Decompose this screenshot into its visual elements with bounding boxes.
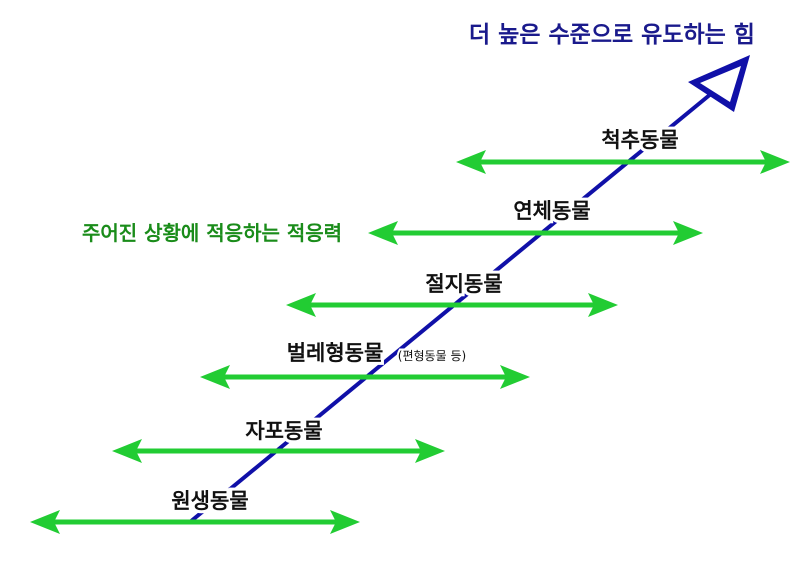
level-labels: 원생동물 자포동물 벌레형동물 (편형동물 등) 절지동물 연체동물 척추동물 bbox=[168, 125, 681, 516]
adaptation-arrows bbox=[30, 150, 790, 534]
arrowhead-left bbox=[112, 439, 142, 463]
arrowhead-left bbox=[286, 293, 316, 317]
arrowhead-right bbox=[330, 510, 360, 534]
arrowhead-right bbox=[500, 365, 530, 389]
upward-force-title: 더 높은 수준으로 유도하는 힘 bbox=[469, 22, 755, 48]
arrowhead-right bbox=[415, 439, 445, 463]
adaptation-arrow bbox=[30, 510, 360, 534]
arrowhead-left bbox=[368, 221, 398, 245]
arrowhead-right bbox=[588, 293, 618, 317]
level-note: (편형동물 등) bbox=[398, 349, 466, 363]
upward-arrow-head-inner bbox=[700, 66, 741, 102]
level-label: 벌레형동물 bbox=[287, 341, 384, 365]
level-label: 척추동물 bbox=[601, 128, 678, 152]
adaptation-arrow bbox=[200, 365, 530, 389]
adaptation-arrow bbox=[286, 293, 618, 317]
arrowhead-left bbox=[456, 150, 486, 174]
level-label: 절지동물 bbox=[425, 272, 502, 296]
arrowhead-right bbox=[760, 150, 790, 174]
adaptation-arrow bbox=[368, 221, 703, 245]
arrowhead-right bbox=[673, 221, 703, 245]
level-label: 연체동물 bbox=[513, 199, 590, 223]
arrowhead-left bbox=[200, 365, 230, 389]
level-label: 원생동물 bbox=[171, 489, 248, 513]
adaptation-label: 주어진 상황에 적응하는 적응력 bbox=[82, 221, 342, 245]
level-label: 자포동물 bbox=[245, 419, 322, 443]
adaptation-arrow bbox=[456, 150, 790, 174]
adaptation-arrow bbox=[112, 439, 445, 463]
arrowhead-left bbox=[30, 510, 60, 534]
